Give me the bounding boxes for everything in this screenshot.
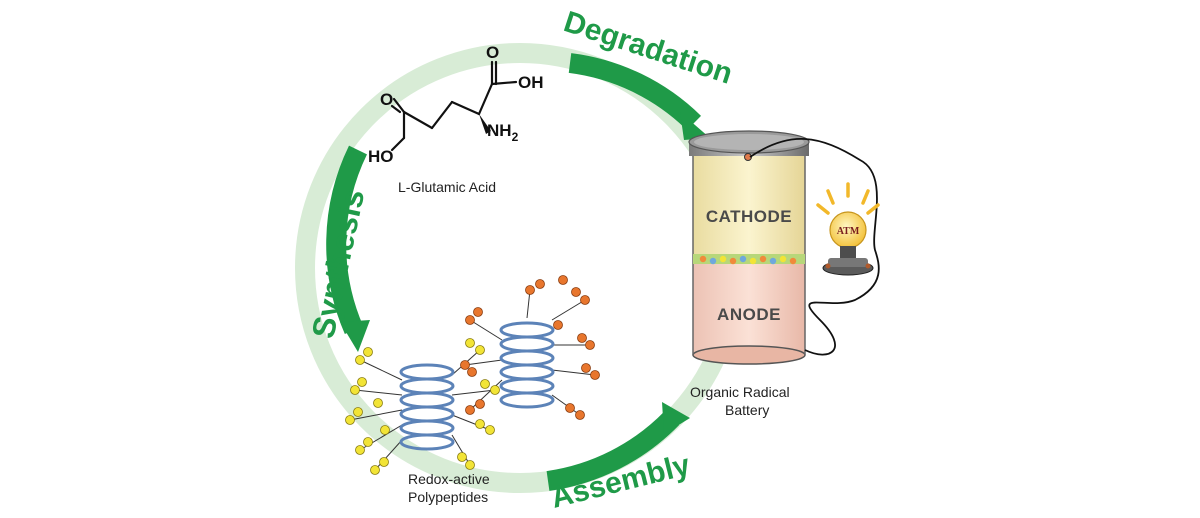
glutamic-acid-structure: O OH O HO NH2 L-Glutamic Acid (368, 43, 544, 195)
side-chains (349, 289, 596, 471)
oh-top-label: OH (518, 73, 544, 92)
oxygen-top-label: O (486, 43, 499, 62)
polypeptides-caption-line2: Polypeptides (408, 489, 488, 505)
redox-active-polypeptides: Redox-active Polypeptides (345, 275, 600, 505)
anode-label: ANODE (717, 305, 781, 324)
battery-caption-line2: Battery (725, 402, 769, 418)
glutamic-acid-name: L-Glutamic Acid (398, 179, 496, 195)
amine-label: NH2 (487, 121, 519, 144)
polypeptides-caption-line1: Redox-active (408, 471, 490, 487)
orange-redox-groups (460, 275, 600, 420)
ho-left-label: HO (368, 147, 394, 166)
cathode-label: CATHODE (706, 207, 792, 226)
bulb-logo: ATM (837, 226, 860, 237)
battery-caption-line1: Organic Radical (690, 384, 790, 400)
organic-radical-battery: CATHODE ANODE Organic Radical Battery (688, 130, 810, 418)
synthesis-arrow (326, 145, 370, 352)
helix-1 (399, 363, 455, 451)
helix-2 (499, 321, 555, 409)
degradation-arrow (568, 53, 710, 140)
circuit-wire (749, 138, 880, 356)
yellow-redox-groups (345, 338, 500, 475)
light-bulb-icon: ATM (816, 182, 880, 276)
separator-particles (699, 255, 797, 265)
assembly-arrow (546, 402, 690, 491)
oxygen-left-label: O (380, 90, 393, 109)
battery-separator (693, 254, 805, 264)
